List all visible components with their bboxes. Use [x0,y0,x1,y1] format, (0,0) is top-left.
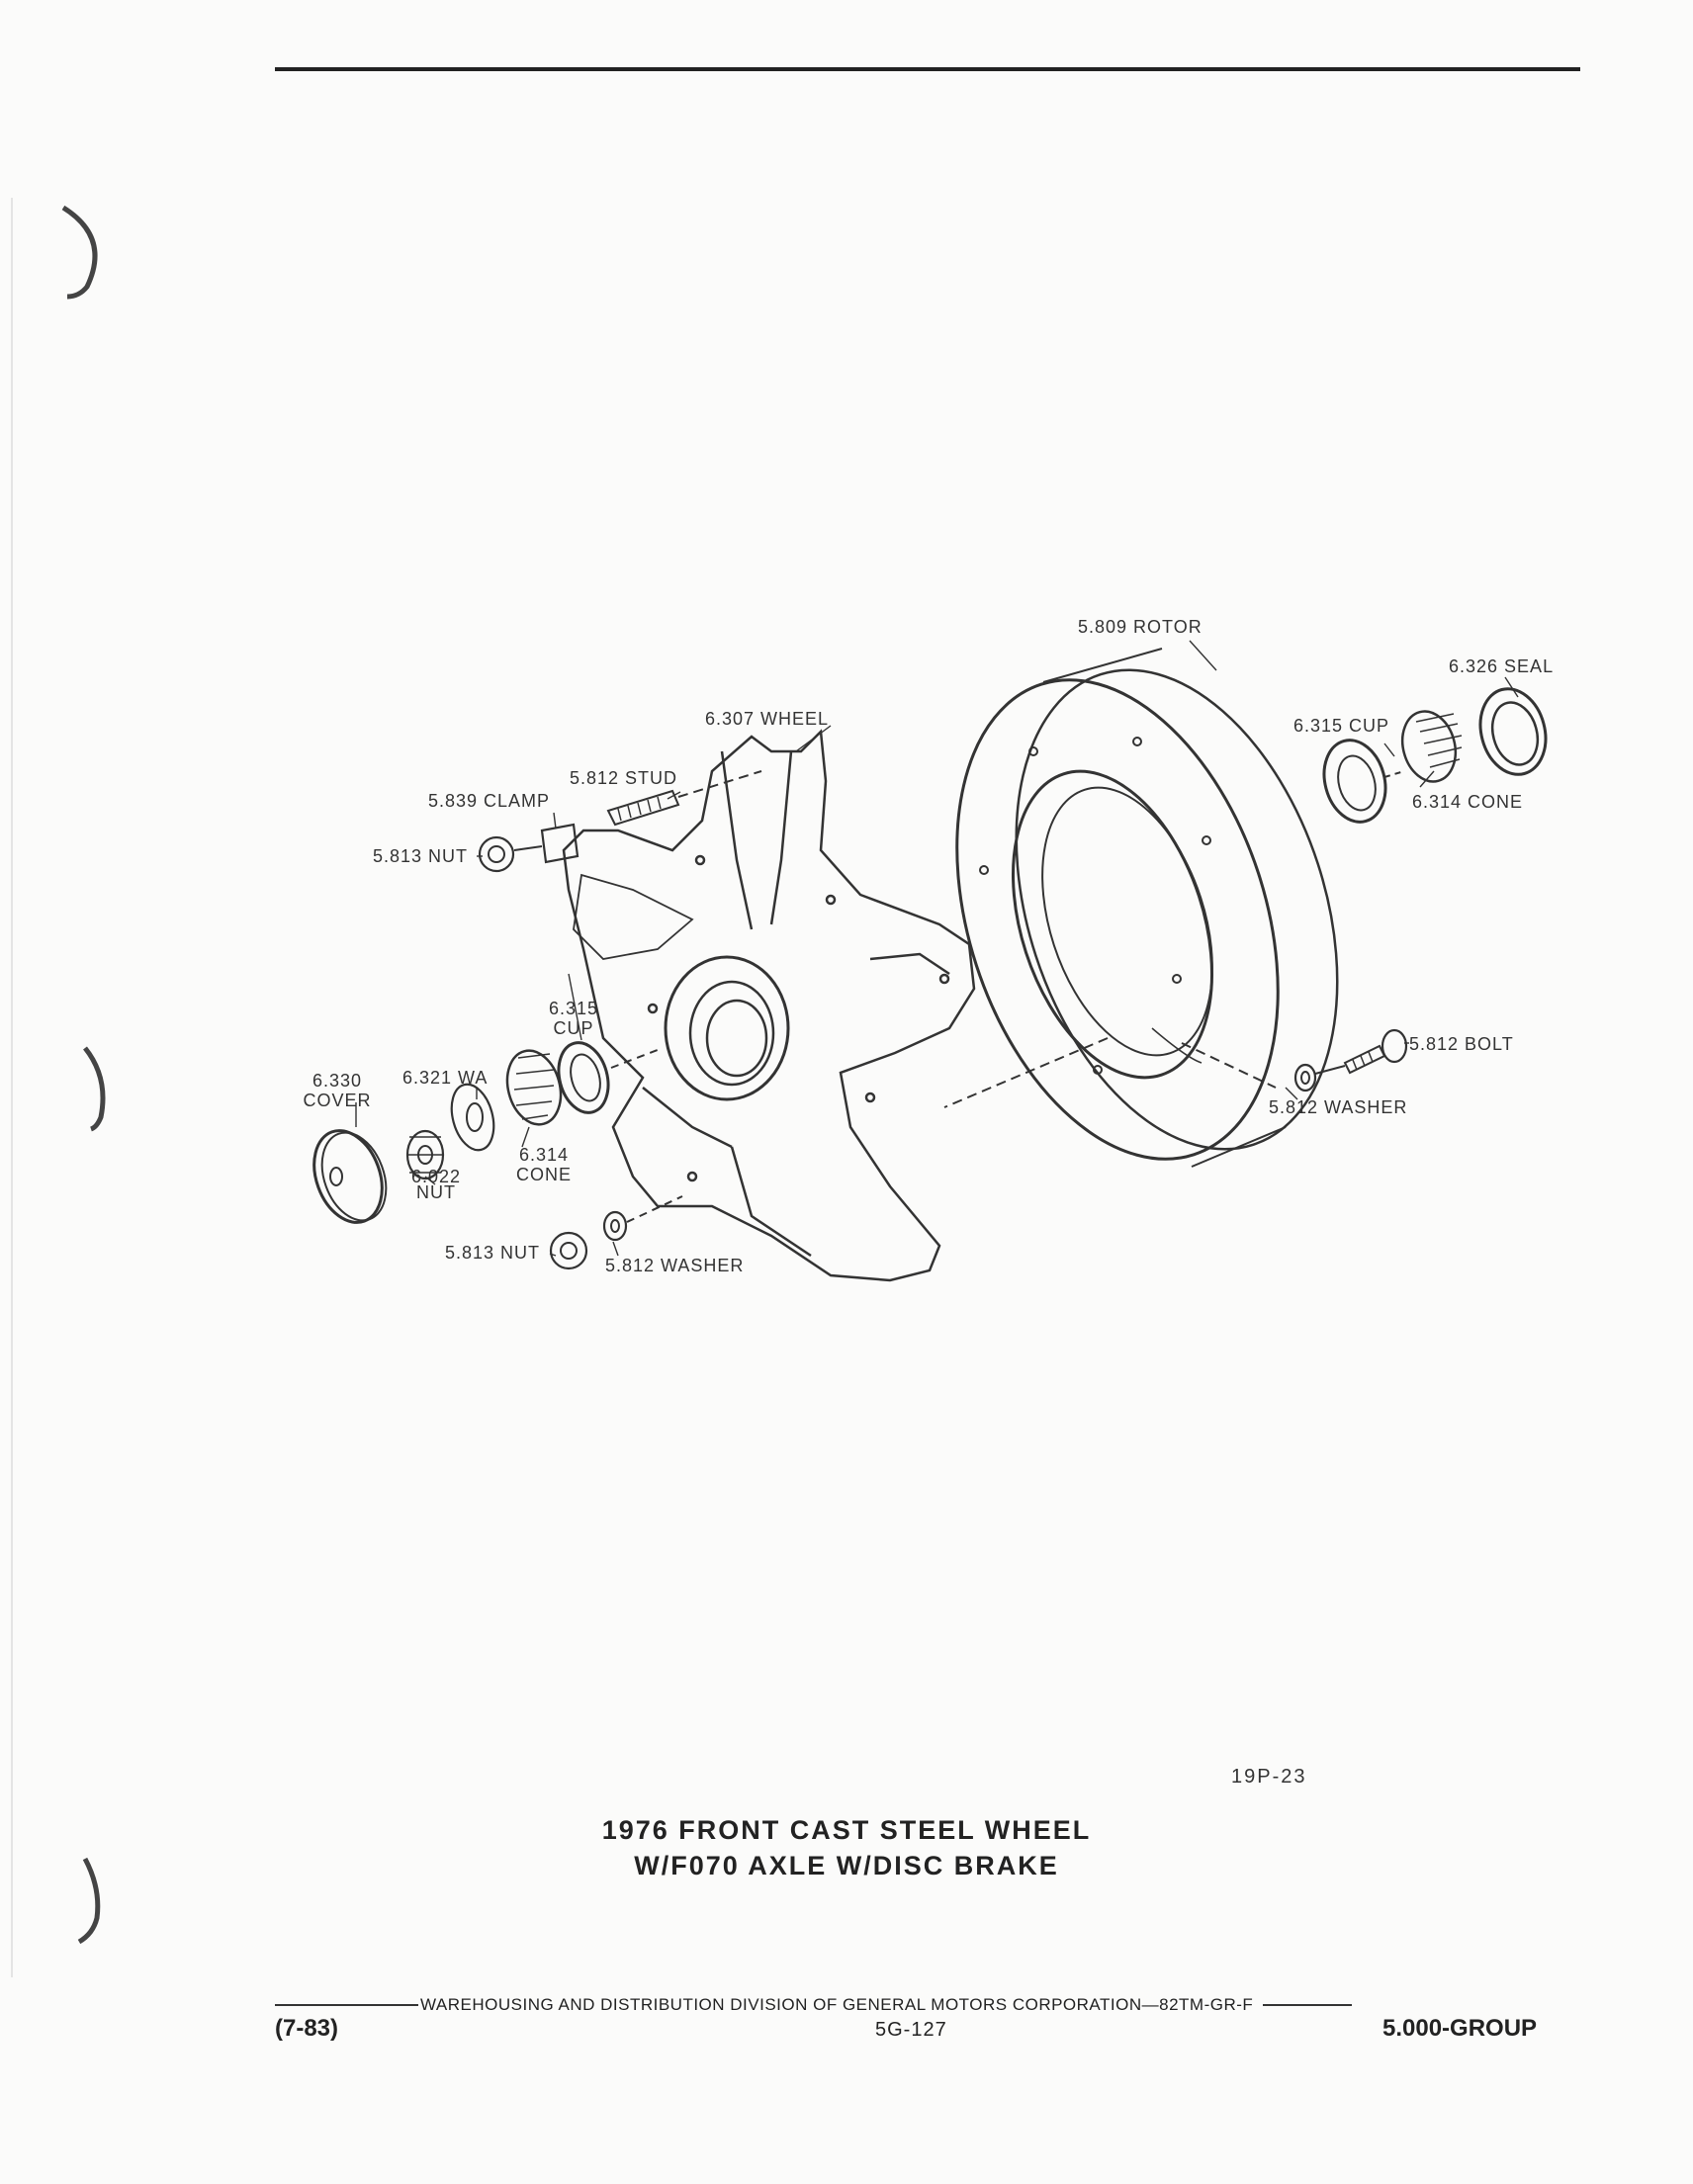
label-cover: 6.330 COVER [293,1071,382,1110]
label-rotor: 5.809 ROTOR [1078,617,1203,637]
label-inner-cup-num: 6.315 [548,999,599,1018]
label-nut-top: 5.813 NUT [373,846,469,866]
label-spindle-nut-word: NUT [416,1182,456,1202]
stud-clamp-nut-drawing [478,770,762,873]
label-washer-wa: 6.321 WA [402,1068,489,1088]
label-inner-cup: 6.315 CUP [534,999,613,1038]
label-seal: 6.326 SEAL [1449,656,1555,676]
footer-corporation-line: WAREHOUSING AND DISTRIBUTION DIVISION OF… [275,1995,1580,2015]
label-cover-word: COVER [303,1091,372,1110]
bolt-washer-drawing [943,1028,1408,1108]
outer-bearing-seal-drawing [1322,687,1548,824]
footer-corporation: WAREHOUSING AND DISTRIBUTION DIVISION OF… [420,1995,1254,2014]
title-line-1: 1976 FRONT CAST STEEL WHEEL [601,1815,1092,1845]
wheel-spider-drawing [562,729,976,1282]
label-inner-cup-word: CUP [553,1018,594,1038]
footer-date: (7-83) [275,2015,339,2042]
label-nut-bottom: 5.813 NUT [445,1243,541,1263]
label-wheel: 6.307 WHEEL [705,709,830,729]
label-inner-cone-num: 6.314 [518,1145,570,1165]
label-outer-cone: 6.314 CONE [1412,792,1524,812]
leader-lines [355,640,1519,1257]
title-line-2: W/F070 AXLE W/DISC BRAKE [634,1851,1059,1880]
label-bolt: 5.812 BOLT [1409,1034,1514,1054]
label-stud: 5.812 STUD [570,768,678,788]
label-washer-bottom: 5.812 WASHER [605,1256,745,1275]
label-outer-cup: 6.315 CUP [1293,716,1390,736]
label-inner-cone-word: CONE [515,1165,572,1184]
label-inner-cone: 6.314 CONE [504,1145,583,1184]
bottom-nut-washer-drawing [549,1195,683,1270]
footer-rule-left [275,2004,418,2006]
rotor-drawing [955,648,1339,1168]
label-clamp: 5.839 CLAMP [428,791,551,811]
top-rule [275,67,1580,71]
inner-bearing-cover-drawing [312,1041,664,1224]
label-cover-num: 6.330 [312,1071,363,1091]
footer-rule-right [1263,2004,1353,2006]
label-spindle-nut-num: 6.022 [410,1167,462,1186]
footer-group: 5.000-GROUP [1382,2015,1538,2042]
label-washer-right: 5.812 WASHER [1269,1097,1408,1117]
label-spindle-nut: 6.022 NUT [401,1167,471,1202]
figure-number: 19P-23 [1231,1766,1307,1788]
footer-page-number: 5G-127 [875,2019,947,2041]
